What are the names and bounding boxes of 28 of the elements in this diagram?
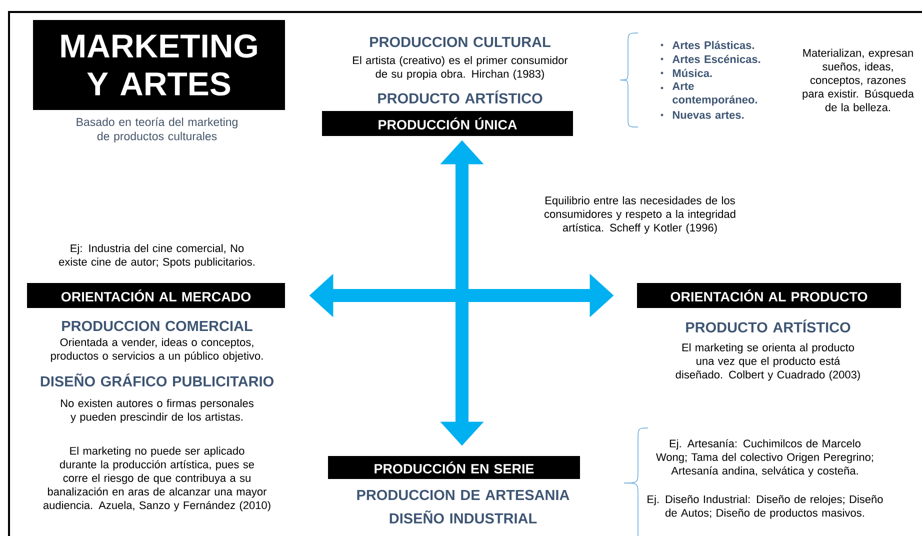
heading-text: PRODUCTO ARTÍSTICO bbox=[686, 320, 850, 332]
bullet-item: Artes Plásticas. bbox=[672, 40, 754, 50]
bullet-item: Artes Escénicas. bbox=[672, 54, 760, 64]
bullet-item: Música. bbox=[672, 68, 712, 78]
heading-text: PRODUCCION COMERCIAL bbox=[62, 320, 252, 332]
heading-text: PRODUCCION DE ARTESANIA bbox=[357, 490, 570, 500]
body-text: Ej. Diseño Industrial: Diseño de relojes; Diseño de Autos; Diseño de productos masivos. bbox=[648, 495, 883, 519]
body-text: No existen autores o firmas personales y pueden prescindir de los artistas. bbox=[61, 399, 254, 423]
heading-text: PRODUCCION CULTURAL bbox=[370, 36, 550, 48]
heading-text: DISEÑO GRÁFICO PUBLICITARIO bbox=[40, 373, 274, 387]
bullet-item: Arte contemporáneo. bbox=[672, 82, 757, 106]
body-text: Orientada a vender, ideas o conceptos, productos o servicios a un público objetivo. bbox=[51, 338, 263, 362]
heading-text: PRODUCTO ARTÍSTICO bbox=[378, 90, 542, 104]
heading-text: DISEÑO INDUSTRIAL bbox=[390, 510, 537, 524]
subtitle-text: Basado en teoría del marketing de productos culturales bbox=[76, 117, 238, 143]
body-text: El marketing se orienta al producto una vez que el producto está diseñado. Colbert y Cuadrado (2003) bbox=[676, 343, 860, 381]
body-text: El marketing no puede ser aplicado durante la producción artística, pues se corre el riesgo de que contribuya a su banalización en aras de alcanzar una mayor audiencia. Azuela, Sanzo y Fernández (2010) bbox=[43, 446, 270, 512]
body-text: Materializan, expresan sueños, ideas, conceptos, razones para existir. Búsqueda de la belleza. bbox=[802, 48, 914, 112]
label-box: PRODUCCIÓN EN SERIE bbox=[328, 456, 580, 479]
title-box: MARKETING Y ARTES bbox=[33, 20, 285, 110]
body-text: Ej. Artesanía: Cuchimilcos de Marcelo Wong; Tama del colectivo Origen Peregrino; Artesanía andina, selvática y costeña. bbox=[656, 439, 873, 477]
body-text: El artista (creativo) es el primer consumidor de su propia obra. Hirchan (1983) bbox=[353, 56, 568, 80]
body-text: Equilibrio entre las necesidades de los consumidores y respeto a la integridad artística. Scheff y Kotler (1996) bbox=[544, 196, 736, 234]
body-text: Ej: Industria del cine comercial, No existe cine de autor; Spots publicitarios. bbox=[59, 244, 254, 268]
bullet-item: Nuevas artes. bbox=[672, 111, 744, 119]
label-box: PRODUCCIÓN ÚNICA bbox=[322, 111, 573, 136]
label-box: ORIENTACIÓN AL PRODUCTO bbox=[637, 283, 901, 308]
label-box: ORIENTACIÓN AL MERCADO bbox=[27, 283, 285, 308]
